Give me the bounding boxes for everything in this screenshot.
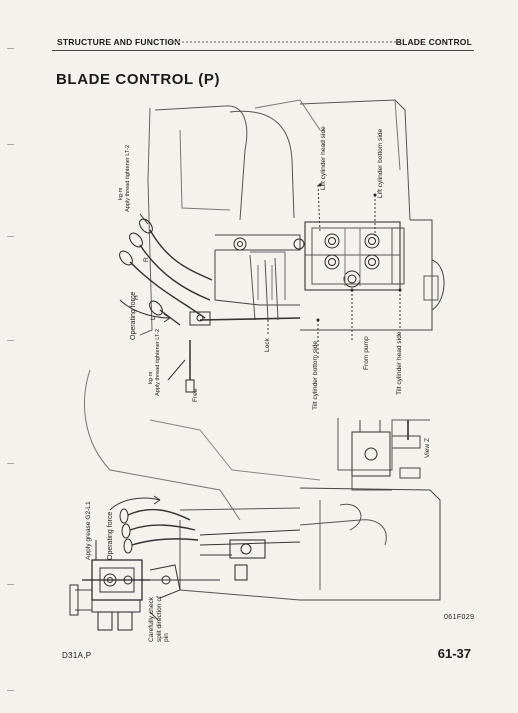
callout-operating-force-lower: Operating force xyxy=(107,511,114,560)
lever-label-r: R xyxy=(143,257,150,262)
thread-lower-note: Apply thread tightener LT-2 xyxy=(155,329,161,396)
margin-tick xyxy=(7,144,14,145)
header-dotted-leader xyxy=(170,41,400,43)
callout-from-pump: From pump xyxy=(363,336,370,370)
margin-tick xyxy=(7,236,14,237)
page-title: BLADE CONTROL (P) xyxy=(56,71,221,88)
margin-tick xyxy=(7,690,14,691)
header-topic: BLADE CONTROL xyxy=(395,37,472,47)
footer-model: D31A,P xyxy=(62,651,92,660)
margin-tick xyxy=(7,48,14,49)
callout-tilt-cylinder-head-side: Tilt cylinder head side xyxy=(396,331,403,395)
margin-tick xyxy=(7,584,14,585)
margin-tick xyxy=(7,463,14,464)
callout-free: Free xyxy=(192,388,199,402)
thread-upper-torque: kg·m xyxy=(118,187,124,200)
header-rule xyxy=(52,50,474,51)
lever-label-l: L xyxy=(150,316,157,320)
thread-lower-text: Apply thread tightener LT-2 xyxy=(155,328,161,396)
footer-page-number: 61-37 xyxy=(437,646,471,661)
header-section: STRUCTURE AND FUNCTION xyxy=(57,37,181,47)
callout-split-pin: Carefully check split direction of pin xyxy=(148,596,170,642)
thread-upper-note: Apply thread tightener LT-2 xyxy=(125,145,131,212)
callout-tilt-cylinder-bottom-side: Tilt cylinder bottom side xyxy=(312,340,319,410)
callout-lock: Lock xyxy=(264,338,271,352)
callout-view-z: View Z xyxy=(424,437,431,458)
thread-lower-torque: kg·m xyxy=(148,371,154,384)
drawing-code: 061F029 xyxy=(444,614,475,621)
callout-apply-grease: Apply grease G2-L1 xyxy=(85,501,92,560)
callout-lift-cylinder-bottom-side: Lift cylinder bottom side xyxy=(377,128,384,198)
lever-label-h: H xyxy=(133,295,140,300)
callout-lift-cylinder-head-side: Lift cylinder head side xyxy=(320,126,327,190)
margin-tick xyxy=(7,340,14,341)
thread-upper-text: Apply thread tightener LT-2 xyxy=(125,144,131,212)
